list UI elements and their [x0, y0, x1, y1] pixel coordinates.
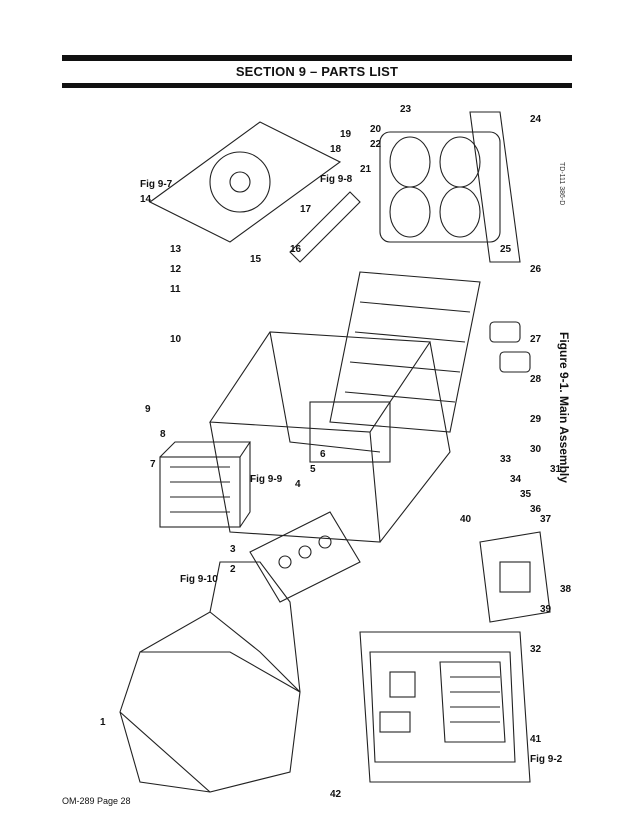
- callout-38: 38: [560, 584, 572, 595]
- callout-11: 11: [170, 284, 181, 295]
- fan-assembly: [148, 121, 342, 243]
- callout-22: 22: [370, 139, 382, 150]
- callout-9: 9: [145, 404, 151, 415]
- callout-31: 31: [550, 464, 562, 475]
- callout-41: 41: [530, 734, 542, 745]
- callout-37: 37: [540, 514, 552, 525]
- base-louvers: [329, 271, 481, 433]
- callout-40: 40: [460, 514, 472, 525]
- cover-panel: [119, 561, 301, 793]
- section-title: SECTION 9 – PARTS LIST: [235, 64, 399, 79]
- mounting-bracket: [469, 111, 521, 263]
- callout-21: 21: [360, 164, 372, 175]
- callout-12: 12: [170, 264, 182, 275]
- callout-1: 1: [100, 717, 106, 728]
- reactor-coils: [379, 131, 501, 243]
- callout-20: 20: [370, 124, 382, 135]
- callout-33: 33: [500, 454, 512, 465]
- callout-6: 6: [320, 449, 326, 460]
- callout-13: 13: [170, 244, 182, 255]
- callout-42: 42: [330, 789, 342, 800]
- capacitors: [489, 321, 531, 373]
- header-rule-top: [62, 55, 572, 61]
- callout-8: 8: [160, 429, 166, 440]
- figure-caption: Figure 9-1. Main Assembly: [557, 332, 571, 483]
- callout-34: 34: [510, 474, 522, 485]
- callout-7: 7: [150, 459, 156, 470]
- callout-18: 18: [330, 144, 342, 155]
- ref-fig-9-2: Fig 9-2: [530, 754, 563, 765]
- callout-35: 35: [520, 489, 532, 500]
- terminal-strip: [289, 191, 361, 263]
- page-label: OM-289 Page 28: [62, 796, 131, 806]
- callout-29: 29: [530, 414, 542, 425]
- main-frame: [209, 331, 451, 543]
- callout-2: 2: [230, 564, 236, 575]
- callout-16: 16: [290, 244, 302, 255]
- callout-26a: 26: [530, 264, 542, 275]
- callout-39: 39: [540, 604, 552, 615]
- exploded-assembly-drawing: 1 2 3 4 5 6 7 8 9 10 11 12 13 14 15 16 1…: [100, 104, 572, 800]
- header-rule-bottom: [62, 83, 572, 88]
- callout-4: 4: [295, 479, 301, 490]
- callout-24: 24: [530, 114, 542, 125]
- callout-19: 19: [340, 129, 352, 140]
- callout-25: 25: [500, 244, 512, 255]
- callout-10: 10: [170, 334, 182, 345]
- rear-panel: [479, 531, 551, 623]
- callout-27: 27: [530, 334, 542, 345]
- callout-36: 36: [530, 504, 542, 515]
- ref-fig-9-8: Fig 9-8: [320, 174, 353, 185]
- callout-32: 32: [530, 644, 542, 655]
- ref-fig-9-9: Fig 9-9: [250, 474, 283, 485]
- callout-14: 14: [140, 194, 152, 205]
- transformer: [159, 441, 252, 528]
- callout-23: 23: [400, 104, 412, 115]
- callout-30a: 30: [530, 444, 542, 455]
- rectifier-panel: [249, 511, 361, 603]
- drawing-number: TD-111 386-D: [558, 162, 565, 205]
- callout-3: 3: [230, 544, 236, 555]
- ref-fig-9-10: Fig 9-10: [180, 574, 218, 585]
- front-panel-assembly: [359, 631, 531, 783]
- callout-5: 5: [310, 464, 316, 475]
- callout-15: 15: [250, 254, 262, 265]
- ref-fig-9-7: Fig 9-7: [140, 179, 173, 190]
- callout-17: 17: [300, 204, 312, 215]
- callout-28: 28: [530, 374, 542, 385]
